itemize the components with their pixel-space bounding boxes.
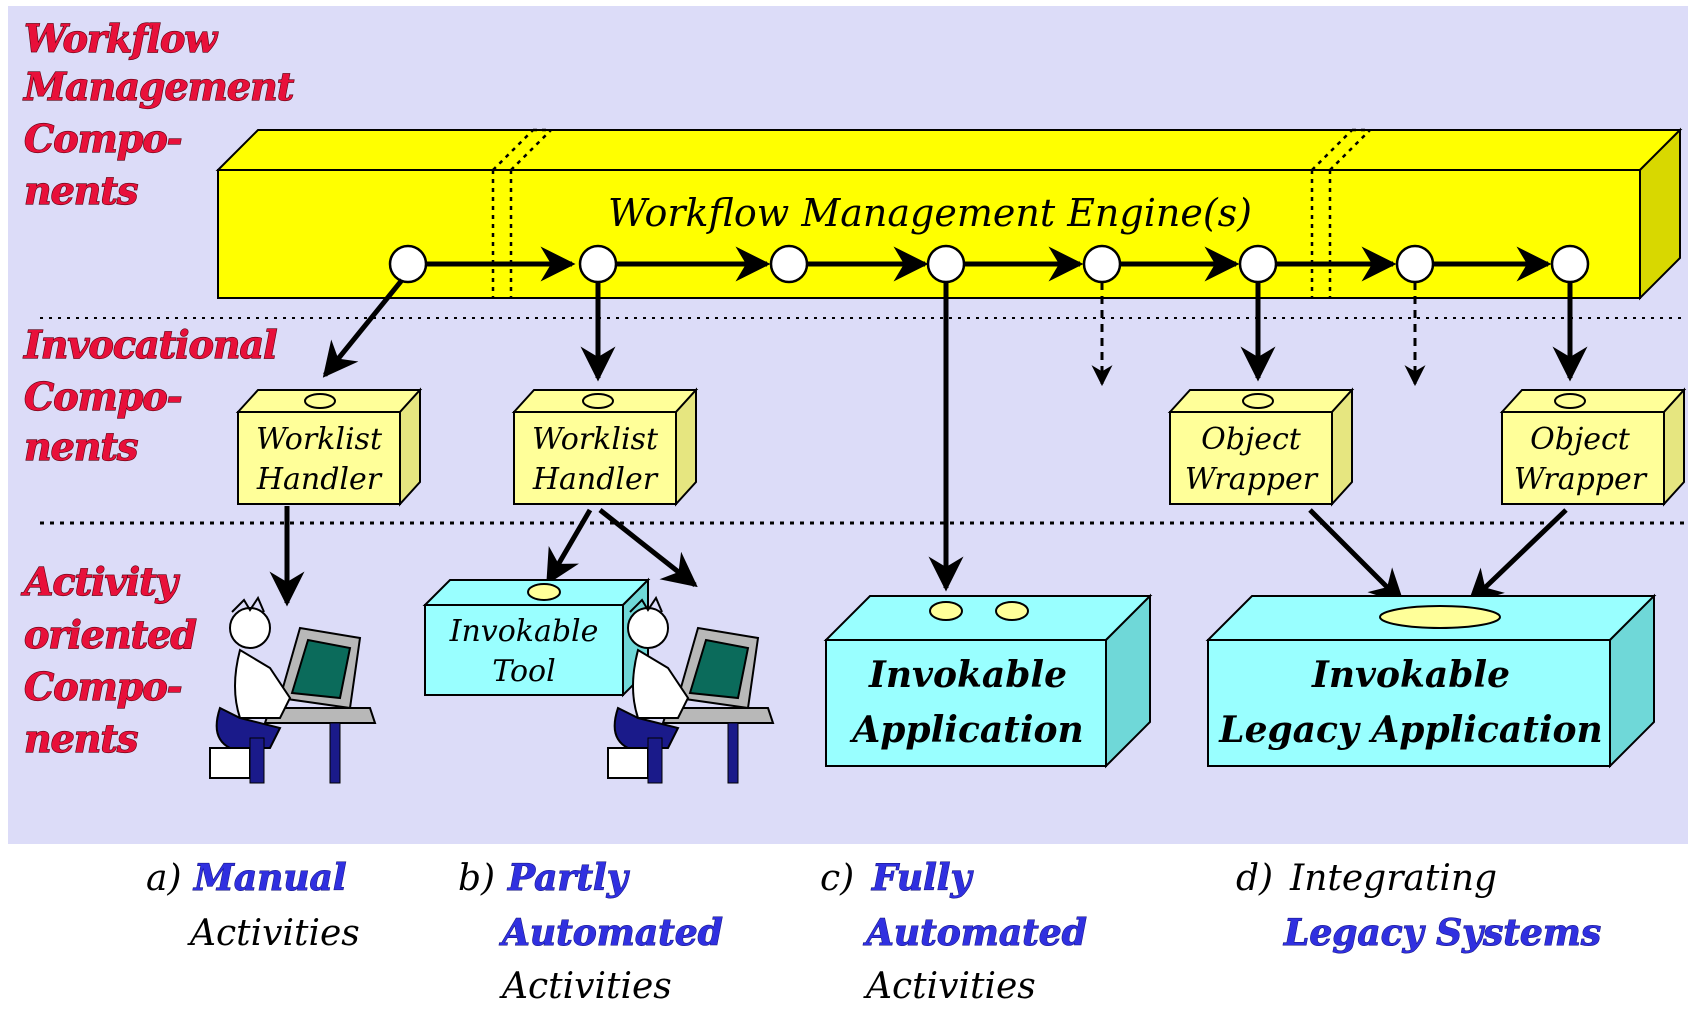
layer-label-workflow-management: Workflow Management Compo- nents [21, 15, 296, 213]
caption-prefix: a) [146, 858, 182, 899]
activity-node [1395, 244, 1435, 284]
caption-highlight: Legacy Systems [1283, 912, 1601, 954]
box-label: Application [849, 709, 1083, 751]
legacy-application-box: Invokable Legacy Application [1205, 593, 1657, 769]
layer-label-line: Activity [21, 559, 181, 604]
layer-label-line: nents [24, 716, 138, 761]
box-label: Invokable [449, 614, 599, 649]
layer-label-line: Invocational [23, 322, 277, 367]
caption-highlight: Automated [863, 912, 1087, 954]
layer-label-line: Workflow [24, 16, 218, 61]
optional-invocation-arrows [1091, 282, 1426, 387]
caption-text: Activities [499, 966, 672, 1007]
layer-label-line: nents [24, 168, 138, 213]
caption-prefix: c) [820, 858, 854, 899]
caption-prefix: b) [458, 858, 495, 899]
activity-node [926, 244, 966, 284]
object-wrapper-box: Object Wrapper [1167, 387, 1355, 507]
engine-label: Workflow Management Engine(s) [608, 191, 1252, 235]
caption-prefix: d) [1236, 858, 1273, 899]
engine-partition [1310, 128, 1371, 298]
activity-node [388, 244, 428, 284]
caption-text: Activities [187, 913, 360, 954]
caption-manual: a) Manual Activities [146, 857, 360, 955]
caption-legacy-systems: d) Integrating Legacy Systems [1236, 858, 1602, 955]
box-label: Object [1201, 422, 1302, 457]
box-label: Worklist [532, 422, 659, 457]
caption-text: Integrating [1289, 858, 1497, 899]
layer-label-line: Compo- [24, 116, 182, 161]
box-label: Worklist [256, 422, 383, 457]
caption-fully-automated: c) Fully Automated Activities [820, 857, 1087, 1008]
activity-node [769, 244, 809, 284]
invokable-application-box: Invokable Application [823, 593, 1153, 769]
caption-highlight: Partly [507, 857, 630, 899]
caption-highlight: Manual [192, 857, 347, 899]
layer-label-line: Management [22, 64, 295, 109]
layer-label-line: Compo- [24, 374, 182, 419]
box-label: Tool [492, 654, 555, 689]
box-label: Object [1530, 422, 1631, 457]
engine-partition [491, 128, 552, 298]
layer-label-invocational: Invocational Compo- nents [22, 321, 278, 469]
user-at-computer-icon [209, 595, 377, 784]
box-label: Legacy Application [1218, 709, 1602, 751]
box-label: Invokable [868, 654, 1067, 696]
object-wrapper-box: Object Wrapper [1499, 387, 1687, 507]
box-label: Invokable [1311, 654, 1510, 696]
layer-label-line: Compo- [24, 664, 182, 709]
worklist-handler-box: Worklist Handler [511, 387, 699, 507]
engine-nodes [388, 244, 1590, 284]
invocation-arrows [322, 278, 1588, 592]
box-label: Wrapper [1514, 462, 1648, 497]
activity-node [1238, 244, 1278, 284]
layer-label-line: nents [24, 424, 138, 469]
box-label: Handler [256, 462, 383, 497]
caption-highlight: Automated [499, 912, 723, 954]
worklist-handler-box: Worklist Handler [235, 387, 423, 507]
user-at-computer-icon [607, 595, 775, 784]
caption-partly-automated: b) Partly Automated Activities [458, 857, 723, 1008]
activity-node [1082, 244, 1122, 284]
layer-label-line: oriented [24, 612, 196, 657]
caption-text: Activities [863, 966, 1036, 1007]
activity-node [1550, 244, 1590, 284]
box-label: Handler [532, 462, 659, 497]
caption-highlight: Fully [871, 857, 973, 899]
handler-output-arrows [269, 506, 1568, 607]
box-label: Wrapper [1185, 462, 1319, 497]
activity-node [578, 244, 618, 284]
layer-label-activity-oriented: Activity oriented Compo- nents [20, 558, 198, 761]
invokable-tool-box: Invokable Tool [422, 577, 651, 698]
